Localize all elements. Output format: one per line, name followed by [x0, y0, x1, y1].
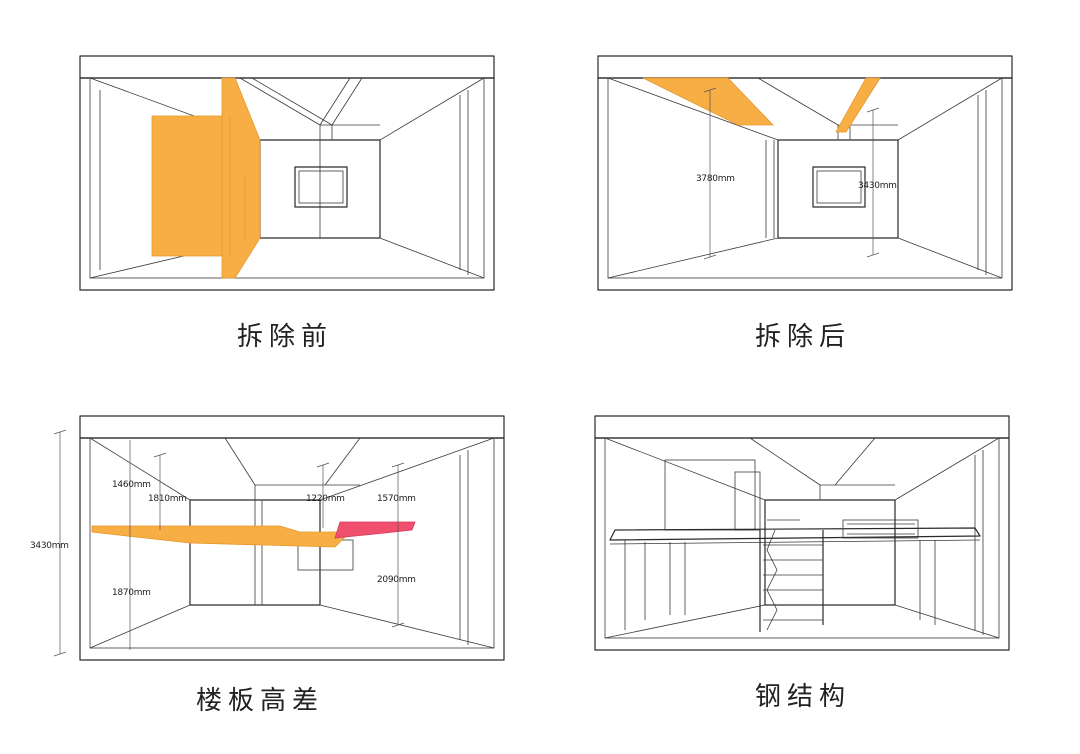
dim-label: 1460mm: [112, 480, 151, 490]
ceiling-beam-left: [642, 77, 774, 126]
floor-slab-pink: [334, 521, 416, 539]
dim-label: 1570mm: [377, 494, 416, 504]
removed-wall-side: [221, 77, 261, 279]
panel-floor-height: 1460mm 1810mm 1220mm 1570mm 3430mm 1870m…: [30, 410, 510, 670]
room-drawing-after: 3780mm 3430mm: [597, 55, 1013, 291]
panel-before-demolition: [70, 50, 510, 300]
dim-label: 3430mm: [30, 541, 69, 551]
room-drawing-floor: 1460mm 1810mm 1220mm 1570mm 3430mm 1870m…: [30, 415, 505, 661]
dim-label: 3430mm: [858, 181, 897, 191]
dim-label: 1220mm: [306, 494, 345, 504]
panel-steel-structure: [585, 410, 1025, 660]
caption-floor-height: 楼板高差: [195, 686, 324, 716]
dim-label: 2090mm: [377, 575, 416, 585]
spiral-staircase: [759, 519, 824, 632]
floor-slab-orange: [91, 525, 351, 548]
caption-after: 拆除后: [754, 322, 851, 352]
dim-label: 1810mm: [148, 494, 187, 504]
dim-label: 1870mm: [112, 588, 151, 598]
ceiling-beam-right: [835, 77, 881, 133]
removed-wall-front: [151, 115, 231, 257]
caption-before: 拆除前: [236, 322, 333, 352]
dim-label: 3780mm: [696, 174, 735, 184]
panel-after-demolition: 3780mm 3430mm: [588, 50, 1028, 300]
room-drawing-steel: [594, 415, 1010, 651]
caption-steel: 钢结构: [754, 682, 851, 712]
room-drawing-before: [79, 55, 495, 291]
